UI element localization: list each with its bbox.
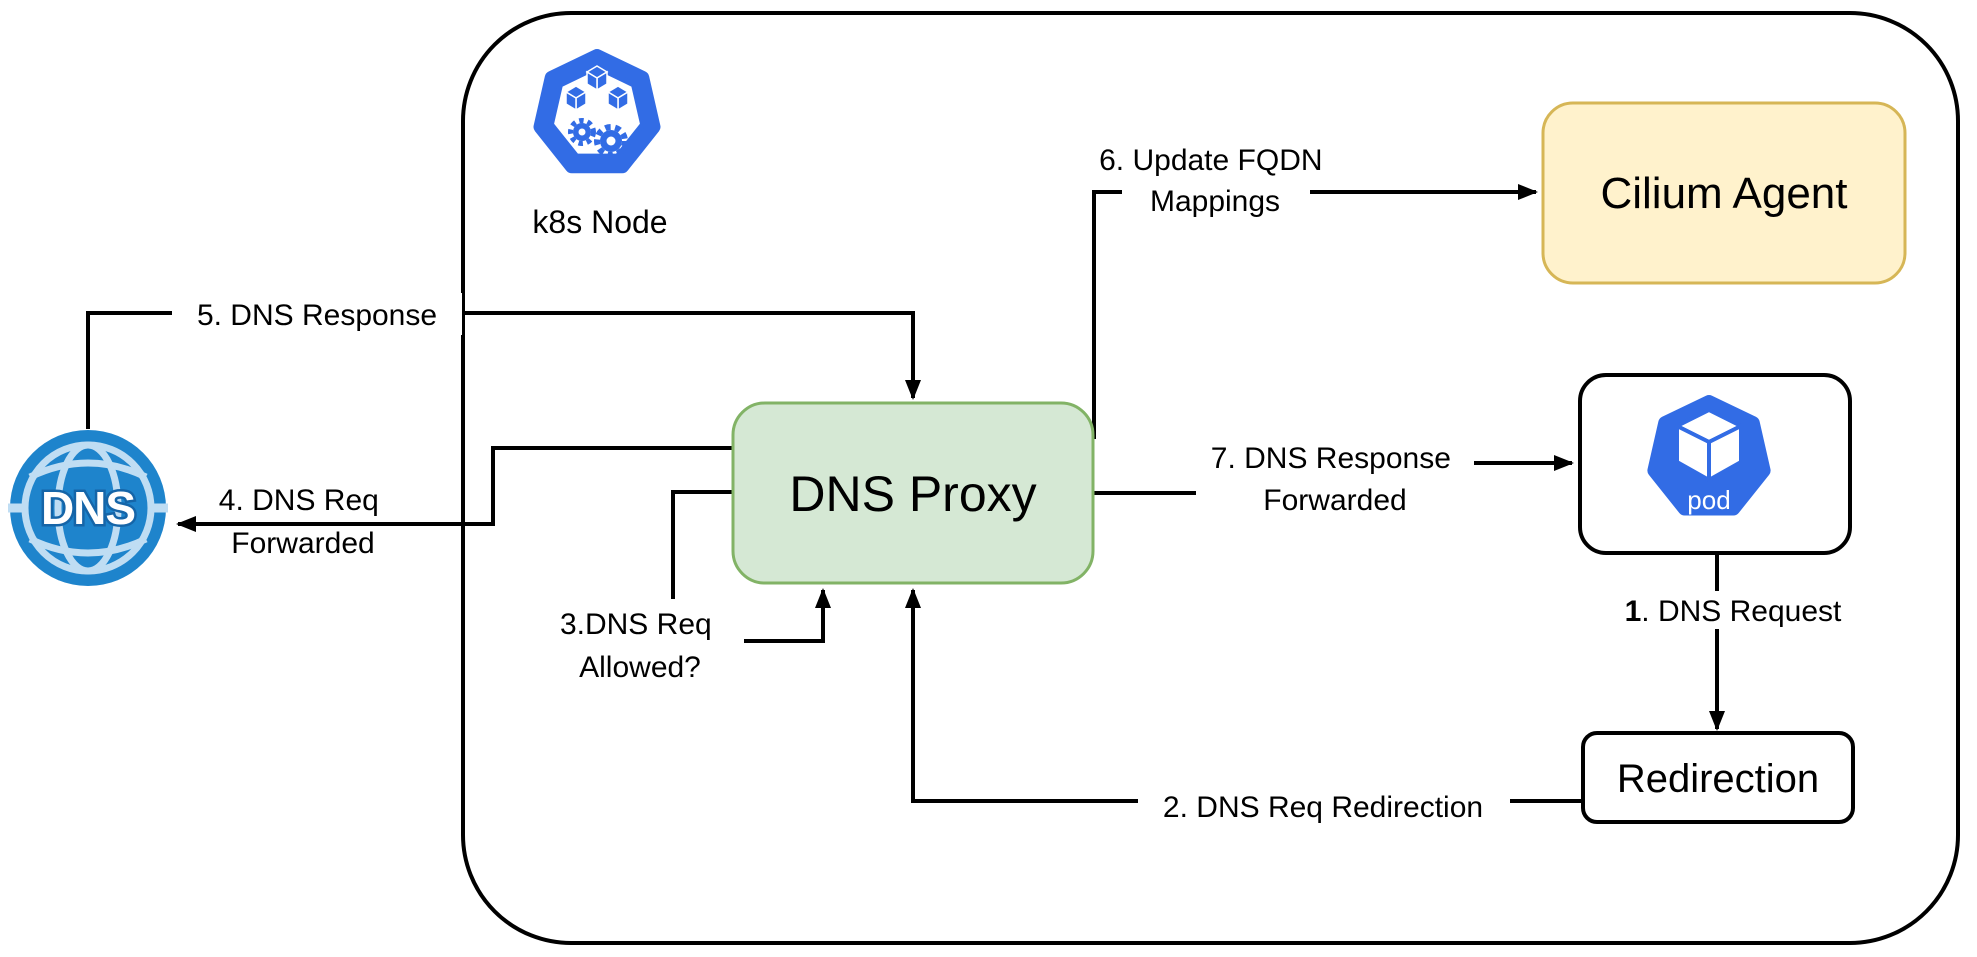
- dns-proxy-rect: [731, 401, 1095, 585]
- edge-5-dns-response: [86, 311, 921, 429]
- pod-icon: pod: [1647, 395, 1771, 516]
- edge-4-text-line2: Forwarded: [231, 527, 374, 560]
- cilium-agent-box: Cilium Agent: [1541, 101, 1907, 285]
- edge-5-label: 5. DNS Response: [172, 293, 462, 335]
- edge-1-text: . DNS Request: [1641, 595, 1842, 628]
- edge-4-text-line1: 4. DNS Req: [219, 484, 379, 517]
- k8s-gears-glyph: [568, 118, 628, 158]
- edge-7-label: 7. DNS Response Forwarded: [1196, 434, 1474, 518]
- svg-text:7. DNS Response Forwarde: 7. DNS Response Forwarded: [1211, 442, 1459, 517]
- edge-3-text-line2: Allowed?: [579, 651, 701, 684]
- edge-7-text-line1: 7. DNS Response: [1211, 442, 1451, 475]
- pod-cube-glyph: [1675, 408, 1743, 482]
- edge-2-label: 2. DNS Req Redirection: [1138, 785, 1510, 827]
- dns-globe-label: DNS: [41, 482, 135, 534]
- dns-proxy-label: DNS Proxy: [789, 466, 1036, 522]
- edge-4-label: 4. DNS Req Forwarded: [219, 484, 387, 560]
- cilium-agent-rect: [1541, 101, 1907, 285]
- dns-globe-icon: DNS: [8, 430, 168, 586]
- redirection-rect: [1581, 731, 1855, 824]
- edge-6-update-fqdn-mappings: [1092, 184, 1538, 439]
- kubernetes-node-icon: [533, 49, 661, 174]
- edge-6-label: 6. Update FQDN Mappings: [1099, 141, 1331, 219]
- svg-text:3.DNS Req Allowed?: 3.DNS Req Allowed?: [560, 608, 720, 684]
- cilium-agent-label: Cilium Agent: [1600, 169, 1847, 218]
- k8s-node-label: k8s Node: [532, 204, 667, 240]
- redirection-label: Redirection: [1617, 757, 1819, 801]
- edge-1-label: 1. DNS Request: [1612, 591, 1852, 629]
- svg-text:6. Update FQDN Mappings: 6. Update FQDN Mappings: [1099, 144, 1331, 218]
- globe-wireframe: [8, 441, 168, 575]
- edge-5-text: 5. DNS Response: [197, 299, 437, 332]
- pod-box: pod: [1578, 373, 1852, 555]
- dns-proxy-box: DNS Proxy: [731, 401, 1095, 585]
- edge-6-text-line2: Mappings: [1150, 185, 1280, 218]
- pod-label: pod: [1687, 485, 1730, 515]
- k8s-cubes-glyph: [564, 65, 630, 112]
- edge-3-text-line1: 3.DNS Req: [560, 608, 712, 641]
- svg-text:1. DNS Request: 1. DNS Request: [1625, 595, 1842, 628]
- edge-6-text-line1: 6. Update FQDN: [1099, 144, 1322, 177]
- edge-2-text: 2. DNS Req Redirection: [1163, 791, 1483, 824]
- edge-1-number: 1: [1625, 595, 1642, 628]
- svg-text:4. DNS Req Forwarded: 4. DNS Req Forwarded: [219, 484, 387, 560]
- edge-4-dns-req-forwarded: [176, 446, 733, 532]
- edge-7-text-line2: Forwarded: [1263, 484, 1406, 517]
- edge-3-label: 3.DNS Req Allowed?: [538, 599, 744, 685]
- redirection-box: Redirection: [1581, 731, 1855, 824]
